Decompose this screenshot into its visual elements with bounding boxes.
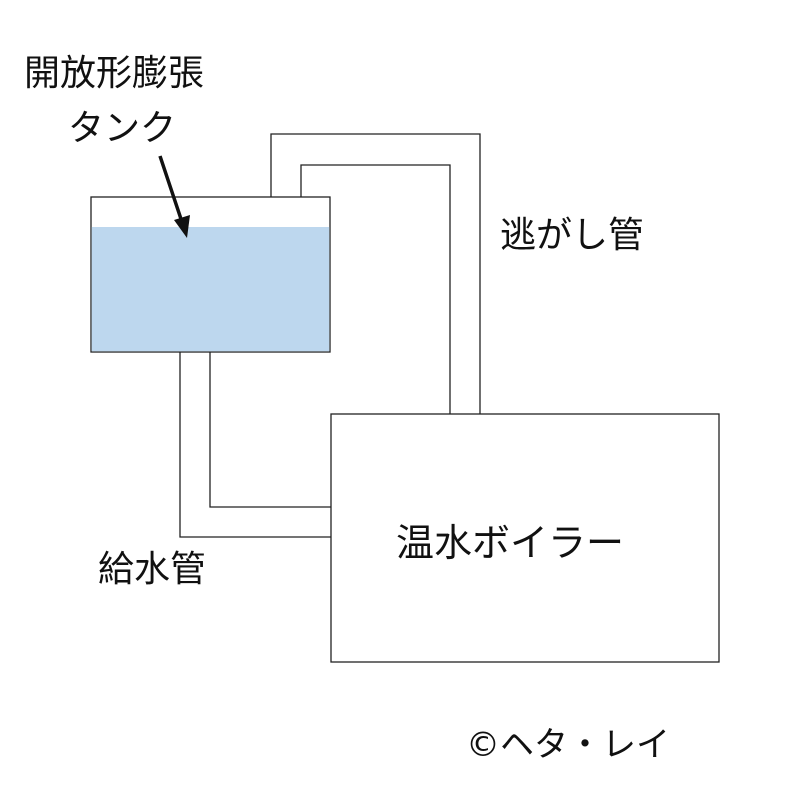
tank-pointer-arrow-shaft [158,155,184,223]
boiler-label: 温水ボイラー [396,521,625,565]
supply-pipe-outer-wall [179,352,331,538]
tank-pointer-arrow-head [174,215,190,238]
tank-label-line1: 開放形膨張 [24,53,205,94]
copyright-label: ©ヘタ・レイ [466,725,670,765]
tank-label-line2: タンク [68,108,177,149]
relief-pipe-label: 逃がし管 [500,215,645,256]
relief-pipe-inner-wall [300,164,451,414]
tank-water [91,227,330,352]
supply-pipe-label: 給水管 [98,549,207,590]
relief-pipe-outer-wall [270,133,481,414]
supply-pipe-inner-wall [209,352,331,508]
boiler-body [330,413,720,663]
